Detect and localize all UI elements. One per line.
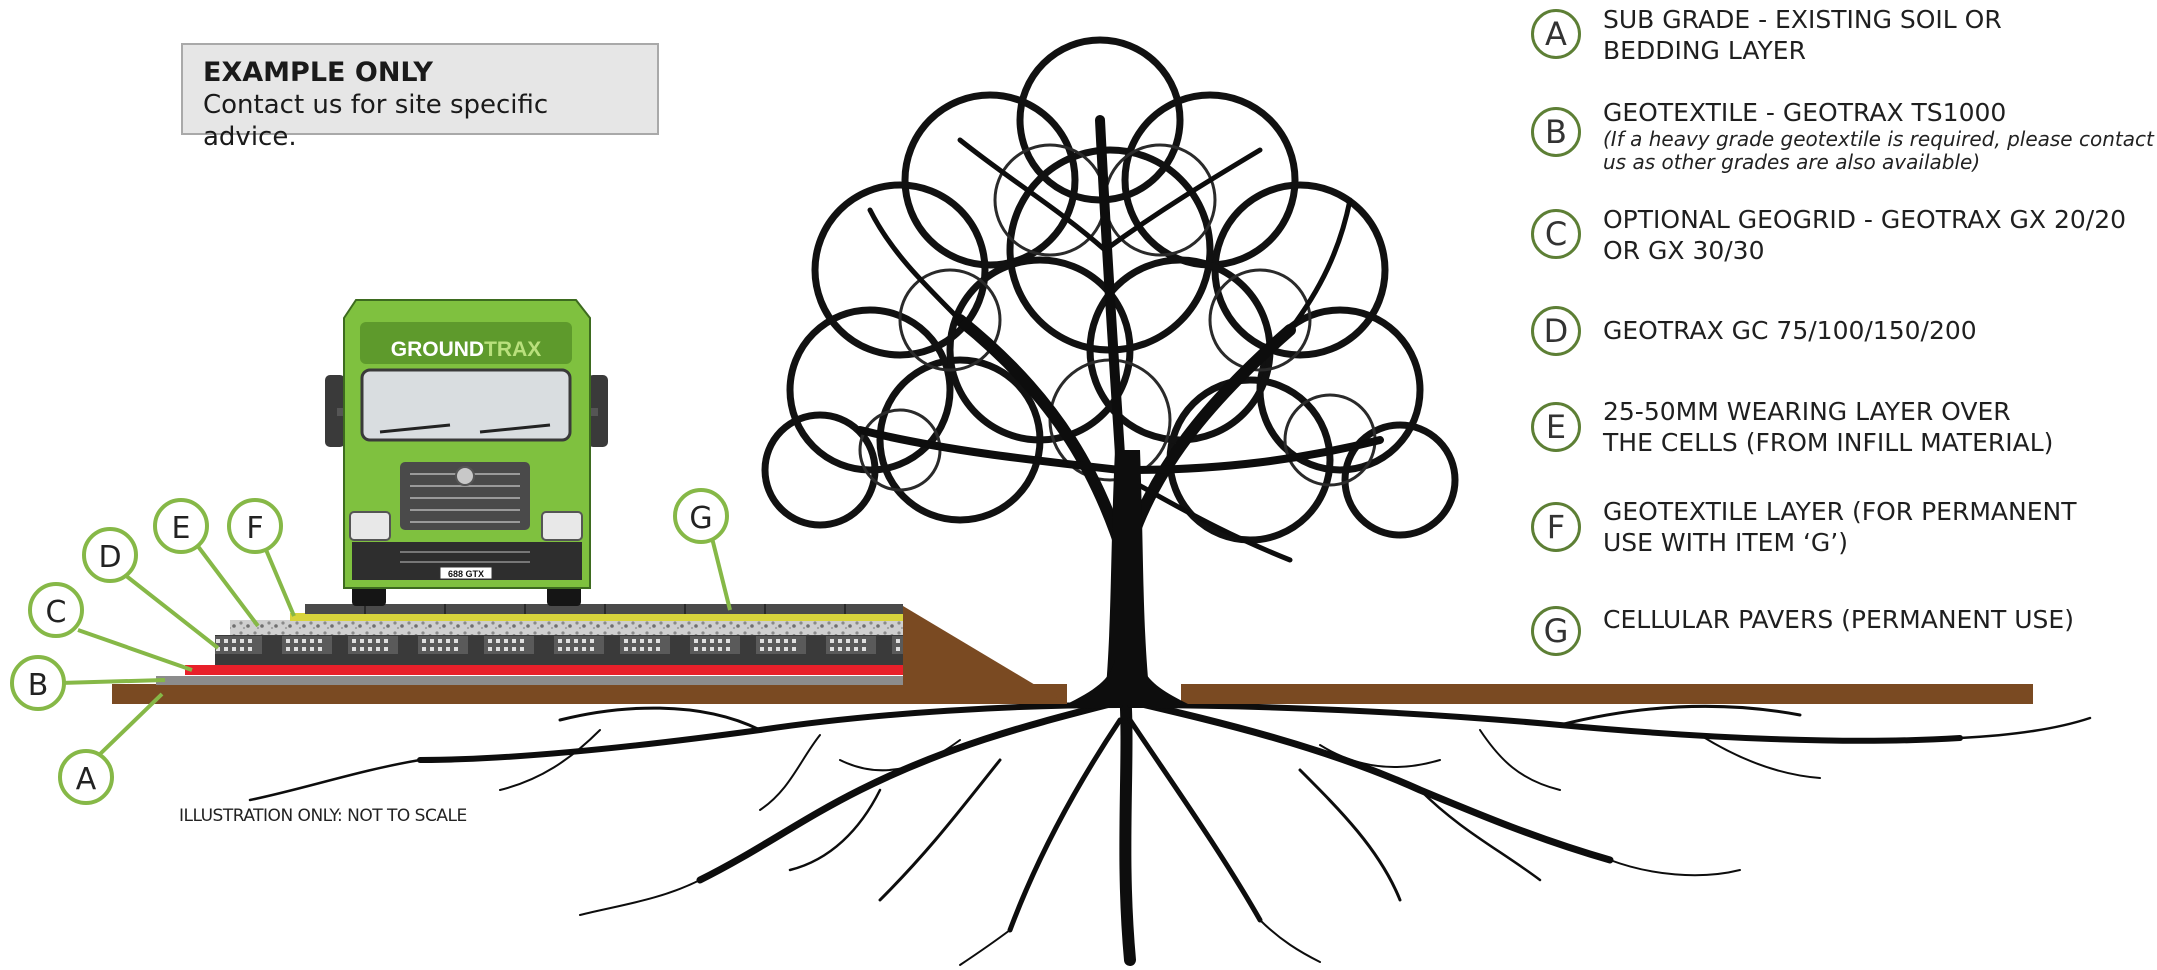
geotextile-layer-f xyxy=(290,613,903,621)
tree-roots xyxy=(248,684,2092,966)
callout-badge-d-label: D xyxy=(98,540,121,575)
truck-illustration: 688 GTX GROUNDTRAX xyxy=(325,299,608,606)
geocell-layer-d xyxy=(215,635,903,665)
legend-item-g: G CELLULAR PAVERS (PERMANENT USE) xyxy=(1525,604,2155,656)
legend-text-b: GEOTEXTILE - GEOTRAX TS1000 (If a heavy … xyxy=(1603,97,2157,174)
legend-a-line1: SUB GRADE - EXISTING SOIL OR xyxy=(1603,5,2002,34)
callout-badge-a: A xyxy=(58,749,114,805)
soil-embankment xyxy=(903,606,1067,704)
callout-badge-b: B xyxy=(10,655,66,711)
callout-badge-f-label: F xyxy=(246,511,263,546)
truck-grille xyxy=(400,462,530,530)
tree-root-flare xyxy=(1065,660,1190,705)
legend-item-c: C OPTIONAL GEOGRID - GEOTRAX GX 20/20 OR… xyxy=(1525,204,2155,266)
callout-badge-c: C xyxy=(28,582,84,638)
legend-badge-e: E xyxy=(1531,402,1581,452)
callout-badge-a-label: A xyxy=(76,762,97,797)
legend-item-f: F GEOTEXTILE LAYER (FOR PERMANENT USE WI… xyxy=(1525,496,2155,558)
legend-b-note1: (If a heavy grade geotextile is required… xyxy=(1603,127,2154,151)
legend-item-e: E 25-50MM WEARING LAYER OVER THE CELLS (… xyxy=(1525,396,2155,458)
subgrade-layer-a xyxy=(112,684,1067,704)
note-title: EXAMPLE ONLY xyxy=(203,57,433,88)
legend-badge-b: B xyxy=(1531,107,1581,157)
legend-text-g: CELLULAR PAVERS (PERMANENT USE) xyxy=(1603,604,2157,635)
truck-mirror-left xyxy=(325,375,345,447)
legend-g-line1: CELLULAR PAVERS (PERMANENT USE) xyxy=(1603,605,2074,634)
illustration-caption: ILLUSTRATION ONLY: NOT TO SCALE xyxy=(179,806,467,826)
legend-e-line1: 25-50MM WEARING LAYER OVER xyxy=(1603,397,2011,426)
legend-text-f: GEOTEXTILE LAYER (FOR PERMANENT USE WITH… xyxy=(1603,496,2157,558)
legend-item-a: A SUB GRADE - EXISTING SOIL OR BEDDING L… xyxy=(1525,4,2155,66)
legend-a-line2: BEDDING LAYER xyxy=(1603,36,1806,65)
tree-illustration xyxy=(761,36,1459,705)
ground-surface xyxy=(112,606,2033,704)
geogrid-layer-c xyxy=(185,665,903,675)
legend-f-line1: GEOTEXTILE LAYER (FOR PERMANENT xyxy=(1603,497,2077,526)
pavement-layers xyxy=(156,604,903,685)
callout-badge-e: E xyxy=(153,498,209,554)
legend-text-e: 25-50MM WEARING LAYER OVER THE CELLS (FR… xyxy=(1603,396,2157,458)
truck-headlight-left xyxy=(349,511,391,541)
callout-lines xyxy=(59,537,732,758)
legend-b-line1: GEOTEXTILE - GEOTRAX TS1000 xyxy=(1603,98,2007,127)
legend-c-line1: OPTIONAL GEOGRID - GEOTRAX GX 20/20 xyxy=(1603,205,2127,234)
truck-headlight-right xyxy=(541,511,583,541)
callout-badge-e-label: E xyxy=(172,511,191,546)
tree-trunk xyxy=(1105,450,1150,700)
legend-d-line1: GEOTRAX GC 75/100/150/200 xyxy=(1603,316,1977,345)
callout-badge-g: G xyxy=(673,488,729,544)
truck-badge-icon xyxy=(455,466,475,486)
truck-plate-text: 688 GTX xyxy=(448,569,484,579)
legend-c-line2: OR GX 30/30 xyxy=(1603,236,1765,265)
legend-f-line2: USE WITH ITEM ‘G’) xyxy=(1603,528,1848,557)
legend-b-note2: us as other grades are also available) xyxy=(1603,150,1981,174)
truck-windscreen xyxy=(360,368,572,442)
legend-text-a: SUB GRADE - EXISTING SOIL OR BEDDING LAY… xyxy=(1603,4,2157,66)
legend-item-d: D GEOTRAX GC 75/100/150/200 xyxy=(1525,304,2155,356)
legend-badge-d: D xyxy=(1531,306,1581,356)
legend-badge-f: F xyxy=(1531,502,1581,552)
legend-badge-g: G xyxy=(1531,606,1581,656)
legend-badge-a: A xyxy=(1531,9,1581,59)
wearing-layer-e xyxy=(230,620,903,635)
tree-canopy xyxy=(761,36,1459,544)
truck-plate xyxy=(439,566,493,580)
legend-text-c: OPTIONAL GEOGRID - GEOTRAX GX 20/20 OR G… xyxy=(1603,204,2157,266)
ground-right xyxy=(1181,684,2033,704)
note-body: Contact us for site specific advice. xyxy=(203,90,549,152)
geotextile-layer-b xyxy=(156,676,903,685)
legend-text-d: GEOTRAX GC 75/100/150/200 xyxy=(1603,315,2157,346)
legend-item-b: B GEOTEXTILE - GEOTRAX TS1000 (If a heav… xyxy=(1525,97,2155,179)
truck-brand-logo: GROUNDTRAX xyxy=(391,338,542,361)
callout-badge-c-label: C xyxy=(46,595,67,630)
legend-badge-c: C xyxy=(1531,209,1581,259)
legend-e-line2: THE CELLS (FROM INFILL MATERIAL) xyxy=(1603,428,2054,457)
callout-badge-f: F xyxy=(227,498,283,554)
callout-badge-b-label: B xyxy=(28,668,49,703)
callout-badge-d: D xyxy=(82,527,138,583)
example-note-box: EXAMPLE ONLY Contact us for site specifi… xyxy=(181,43,659,152)
callout-badge-g-label: G xyxy=(689,501,712,536)
